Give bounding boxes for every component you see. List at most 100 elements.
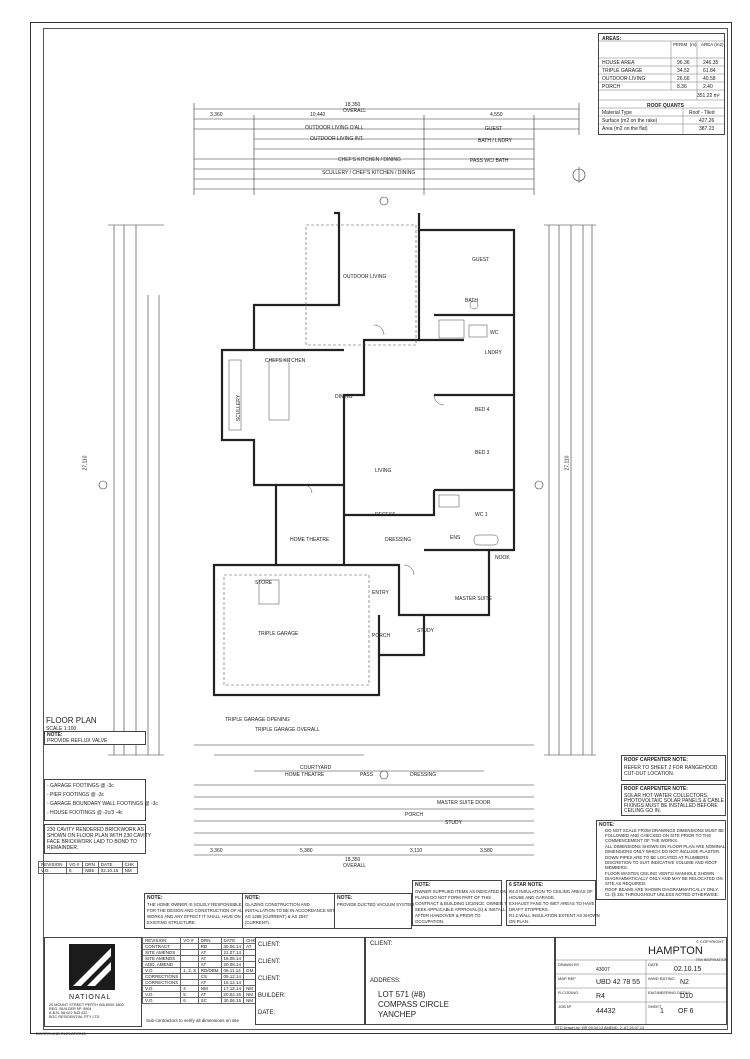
room-guest: GUEST xyxy=(472,257,490,263)
wind-rating: N2 xyxy=(680,979,689,986)
class-label: ENGINEERING DETAIL xyxy=(648,990,691,995)
title-footer: STD Drawn by: HR 09.04.13 AMEND. 2: AT 2… xyxy=(555,1026,645,1030)
note-general-line: CL @ 28c THROUGHOUT UNLESS NOTED OTHERWI… xyxy=(605,892,719,897)
revision-small-table: REVISION VO # DRN DATE CHK V.O. 8 NBE 02… xyxy=(37,861,139,874)
areas-grid-lines xyxy=(599,40,724,134)
rev-cell: CORRECTIONS xyxy=(141,979,182,986)
sig-builder: BUILDER: xyxy=(258,993,286,999)
dim-bottom-overall: 18,350 xyxy=(345,857,361,863)
dim-overall-height-right: 27,110 xyxy=(564,455,571,471)
sig-client-1: CLIENT: xyxy=(258,942,281,948)
note-owner-line: SEEK APPLICABLE APPROVAL(S) & INSTALL xyxy=(415,907,506,912)
areas-row-name: PORCH xyxy=(602,84,621,90)
note-owner-header: NOTE: xyxy=(415,882,431,888)
rev-cell: 15.08.14 xyxy=(220,955,245,962)
areas-row-area: 246.35 xyxy=(703,60,719,66)
note-general-line: MEMBERS. xyxy=(605,865,628,870)
rev-cell: CORRECTIONS xyxy=(141,973,182,980)
date-label: DATE xyxy=(648,962,659,967)
note-star-line: EXHAUST FANS TO WET AREAS TO HAVE xyxy=(509,901,595,906)
rev-cell: 20.08.14 xyxy=(220,961,245,968)
dim-bottom-label: OVERALL xyxy=(343,863,367,869)
signature-block: CLIENT: CLIENT: CLIENT: BUILDER: DATE: xyxy=(255,937,365,1025)
note-general-header: NOTE: xyxy=(599,822,615,828)
room-dressing: DRESSING xyxy=(385,537,412,543)
note-general-line: SITE AS REQUIRED. xyxy=(605,881,647,886)
address-line: COMPASS CIRCLE xyxy=(378,1000,449,1009)
sheet-number: 1 xyxy=(660,1008,664,1015)
dim-study: STUDY xyxy=(445,820,462,826)
dim-porch: PORCH xyxy=(405,812,424,818)
rev-cell: 17.12.14 xyxy=(220,985,245,992)
map-ref: UBD 42 78 55 xyxy=(596,979,640,986)
note-b-header: NOTE: xyxy=(245,895,261,901)
note-general-line: DIMENSIONS ONLY WHICH DO NOT INCLUDE PLA… xyxy=(605,849,721,854)
note-roof-carpenter-2: ROOF CARPENTER NOTE: SOLAR HOT WATER COL… xyxy=(621,784,726,816)
dim-pass: PASS xyxy=(360,772,373,778)
room-living: LIVING xyxy=(375,468,392,474)
note-footing-line: - HOUSE FOOTINGS @ -2c/3 -4c xyxy=(47,810,123,816)
note-b-line: AS 1288 (CURRENT) & AS 2047 xyxy=(245,914,309,919)
sig-client-3: CLIENT: xyxy=(258,976,281,982)
areas-title: AREAS: xyxy=(602,36,622,42)
note-brick-line: FACE BRICKWORK LAID TO BOND TO xyxy=(47,839,137,845)
rev-cell: 1, 2, 3 xyxy=(180,967,199,974)
dim-scullery-chefs: SCULLERY / CHEF'S KITCHEN / DINING xyxy=(322,170,416,176)
dim-garage-overall: TRIPLE GARAGE OVERALL xyxy=(255,727,320,733)
note-rc2-line: PHOTOVOLTAIC SOLAR PANELS & CABLE xyxy=(624,798,724,804)
rev-small-cell: 8 xyxy=(66,867,84,874)
note-owner-line: CONTRACT & BUILDING LICENCE. OWNER TO xyxy=(415,901,511,906)
note-b-line: (CURRENT). xyxy=(245,920,271,925)
rev-cell: SITE AMENDS xyxy=(141,955,182,962)
roof-col-value: Roof - Tiled xyxy=(689,110,715,116)
room-dining: DINING xyxy=(335,394,353,400)
rev-cell: V.O. xyxy=(141,997,182,1004)
drawn-by: 43007 xyxy=(596,967,610,973)
note-brick-line: SHOWN ON FLOOR PLAN WITH 230 CAVITY xyxy=(47,833,152,839)
note-brick-line: 230 CAVITY RENDERED BRICKWORK AS xyxy=(47,827,144,833)
rev-small-cell: V.O. xyxy=(37,867,68,874)
note-roof-carpenter-1: ROOF CARPENTER NOTE: REFER TO SHEET 2 FO… xyxy=(621,755,726,781)
dim-bottom-b: 5,380 xyxy=(300,848,313,854)
job-number: 44432 xyxy=(596,1008,616,1015)
note-a-line: EXISTING STRUCTURE. xyxy=(147,920,196,925)
note-star-line: R4.0 INSULATION TO CEILING AREAS OF xyxy=(509,889,593,894)
room-study: STUDY xyxy=(417,628,434,634)
job-label: JOB Nº xyxy=(558,1004,572,1009)
areas-table: AREAS: PERIM. (m) AREA (m2) HOUSE AREA 9… xyxy=(598,33,725,135)
dim-top-b: 4,550 xyxy=(490,112,503,118)
note-star-line: R1.2 WALL INSULATION EXTENT AS SHOWN xyxy=(509,913,600,918)
floor-plan-title: FLOOR PLAN xyxy=(46,716,97,725)
address-label: ADDRESS: xyxy=(370,978,401,984)
dim-dressing: DRESSING xyxy=(410,772,437,778)
areas-row-area: 40.58 xyxy=(703,76,716,82)
sig-date: DATE: xyxy=(258,1010,276,1016)
dim-courtyard: COURTYARD xyxy=(300,765,332,771)
company-name: NATIONAL xyxy=(69,994,112,1001)
room-home-theatre: HOME THEATRE xyxy=(290,537,330,543)
note-reflux-header: NOTE: xyxy=(47,732,63,738)
note-general-line: DO NOT SCALE FROM DRAWINGS DIMENSIONS MU… xyxy=(605,828,725,833)
dim-garage-opening: TRIPLE GARAGE OPENING xyxy=(225,717,290,723)
date-value: 02.10.15 xyxy=(674,966,702,973)
address-line: LOT 571 (#8) xyxy=(378,990,426,999)
revision-footer: Sub-contractors to verify all dimensions… xyxy=(146,1018,240,1023)
note-star-header: 6 STAR NOTE: xyxy=(509,882,544,888)
room-scullery: SCULLERY xyxy=(236,394,243,422)
room-outdoor-living: OUTDOOR LIVING xyxy=(343,274,387,280)
company-logo xyxy=(69,944,115,990)
sheet-of: OF 6 xyxy=(678,1008,694,1015)
map-ref-label: MAP REF xyxy=(558,976,576,981)
address-line: YANCHEP xyxy=(378,1010,417,1019)
note-general-line: ALL DIMENSIONS SHOWN ON FLOOR PLAN ARE N… xyxy=(605,844,726,849)
note-rc2-header: ROOF CARPENTER NOTE: xyxy=(624,786,688,792)
rev-cell: 20.02.15 xyxy=(220,991,245,998)
drawn-by-label: DRAWN BY xyxy=(558,962,580,967)
note-owner-line: AFTER HANDOVER & PRIOR TO xyxy=(415,913,481,918)
note-rc1-header: ROOF CARPENTER NOTE: xyxy=(624,757,688,763)
areas-total: 351.22 m² xyxy=(697,93,720,99)
dim-top-a: 10,440 xyxy=(310,112,326,118)
room-wc: WC xyxy=(490,330,499,336)
note-rc1-line: CUT-OUT LOCATION. xyxy=(624,771,675,777)
rev-cell: 08.11.14 xyxy=(220,967,245,974)
